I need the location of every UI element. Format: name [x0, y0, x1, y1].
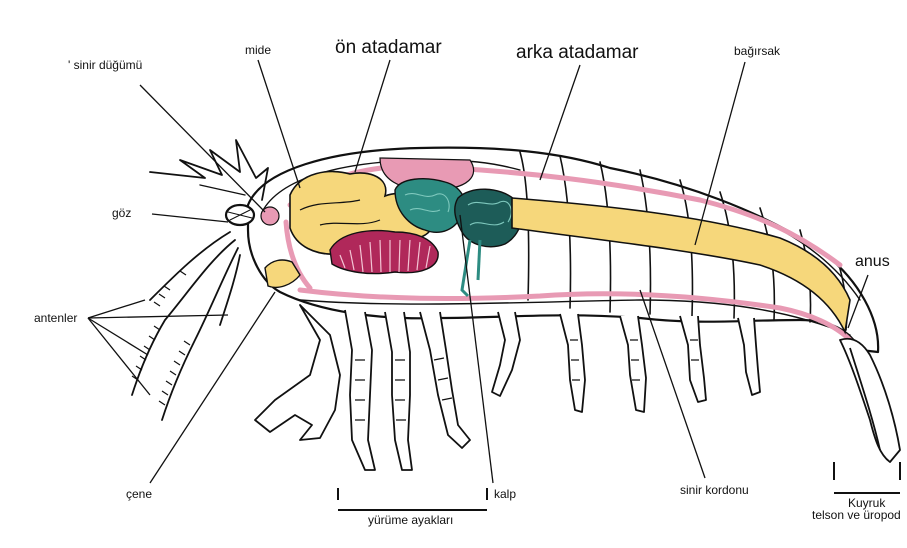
label-arka-atadamar: arka atadamar [516, 43, 639, 62]
label-anus: anus [855, 254, 890, 270]
label-cene: çene [126, 488, 152, 500]
digestive-gland [330, 231, 438, 274]
label-kalp: kalp [494, 488, 516, 500]
label-mide: mide [245, 44, 271, 56]
label-on-atadamar: ön atadamar [335, 38, 442, 57]
label-antenler: antenler [34, 312, 77, 324]
label-goz: göz [112, 207, 131, 219]
label-telson: telson ve üropod [812, 509, 901, 521]
label-sinir-kordonu: sinir kordonu [680, 484, 749, 496]
label-bagirsak: bağırsak [734, 45, 780, 57]
label-yurume-ayaklari: yürüme ayakları [368, 514, 453, 526]
label-sinir-dugumu: ' sinir düğümü [68, 59, 142, 71]
